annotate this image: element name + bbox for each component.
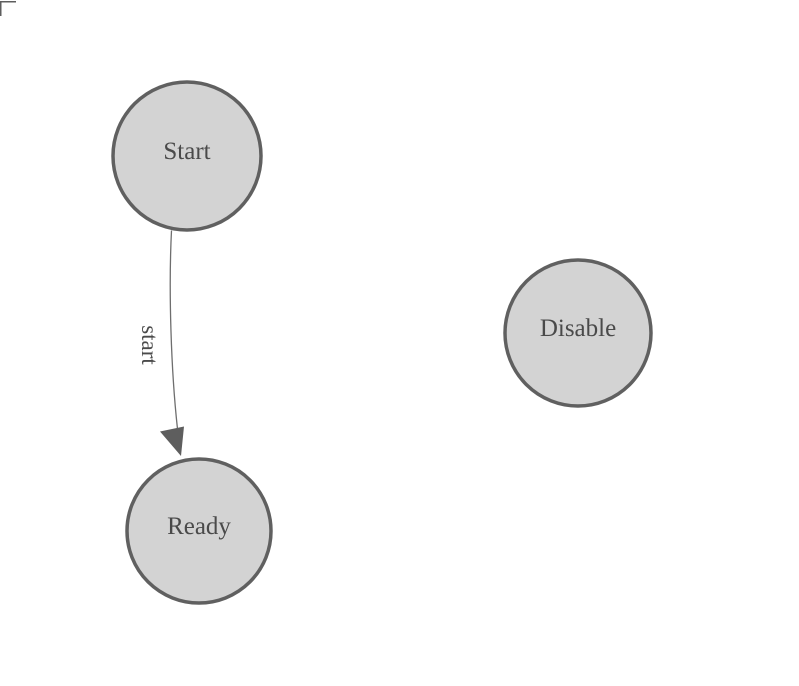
transition-edge-start-to-ready[interactable]: start bbox=[137, 230, 184, 457]
state-node-start[interactable]: Start bbox=[111, 80, 263, 232]
state-node-start-shape[interactable] bbox=[111, 80, 263, 232]
state-node-disable-shape[interactable] bbox=[503, 258, 653, 408]
state-node-ready-label: Ready bbox=[167, 513, 231, 540]
edge-label[interactable]: start bbox=[137, 325, 162, 365]
state-node-start-label: Start bbox=[163, 138, 210, 165]
state-node-ready[interactable]: Ready bbox=[125, 457, 273, 605]
state-node-disable[interactable]: Disable bbox=[503, 258, 653, 408]
state-node-ready-shape[interactable] bbox=[125, 457, 273, 605]
edge-arrowhead-icon bbox=[160, 426, 184, 456]
canvas-origin-corner-icon bbox=[0, 1, 16, 16]
edge-path[interactable] bbox=[169, 230, 179, 430]
state-node-disable-label: Disable bbox=[540, 315, 616, 342]
